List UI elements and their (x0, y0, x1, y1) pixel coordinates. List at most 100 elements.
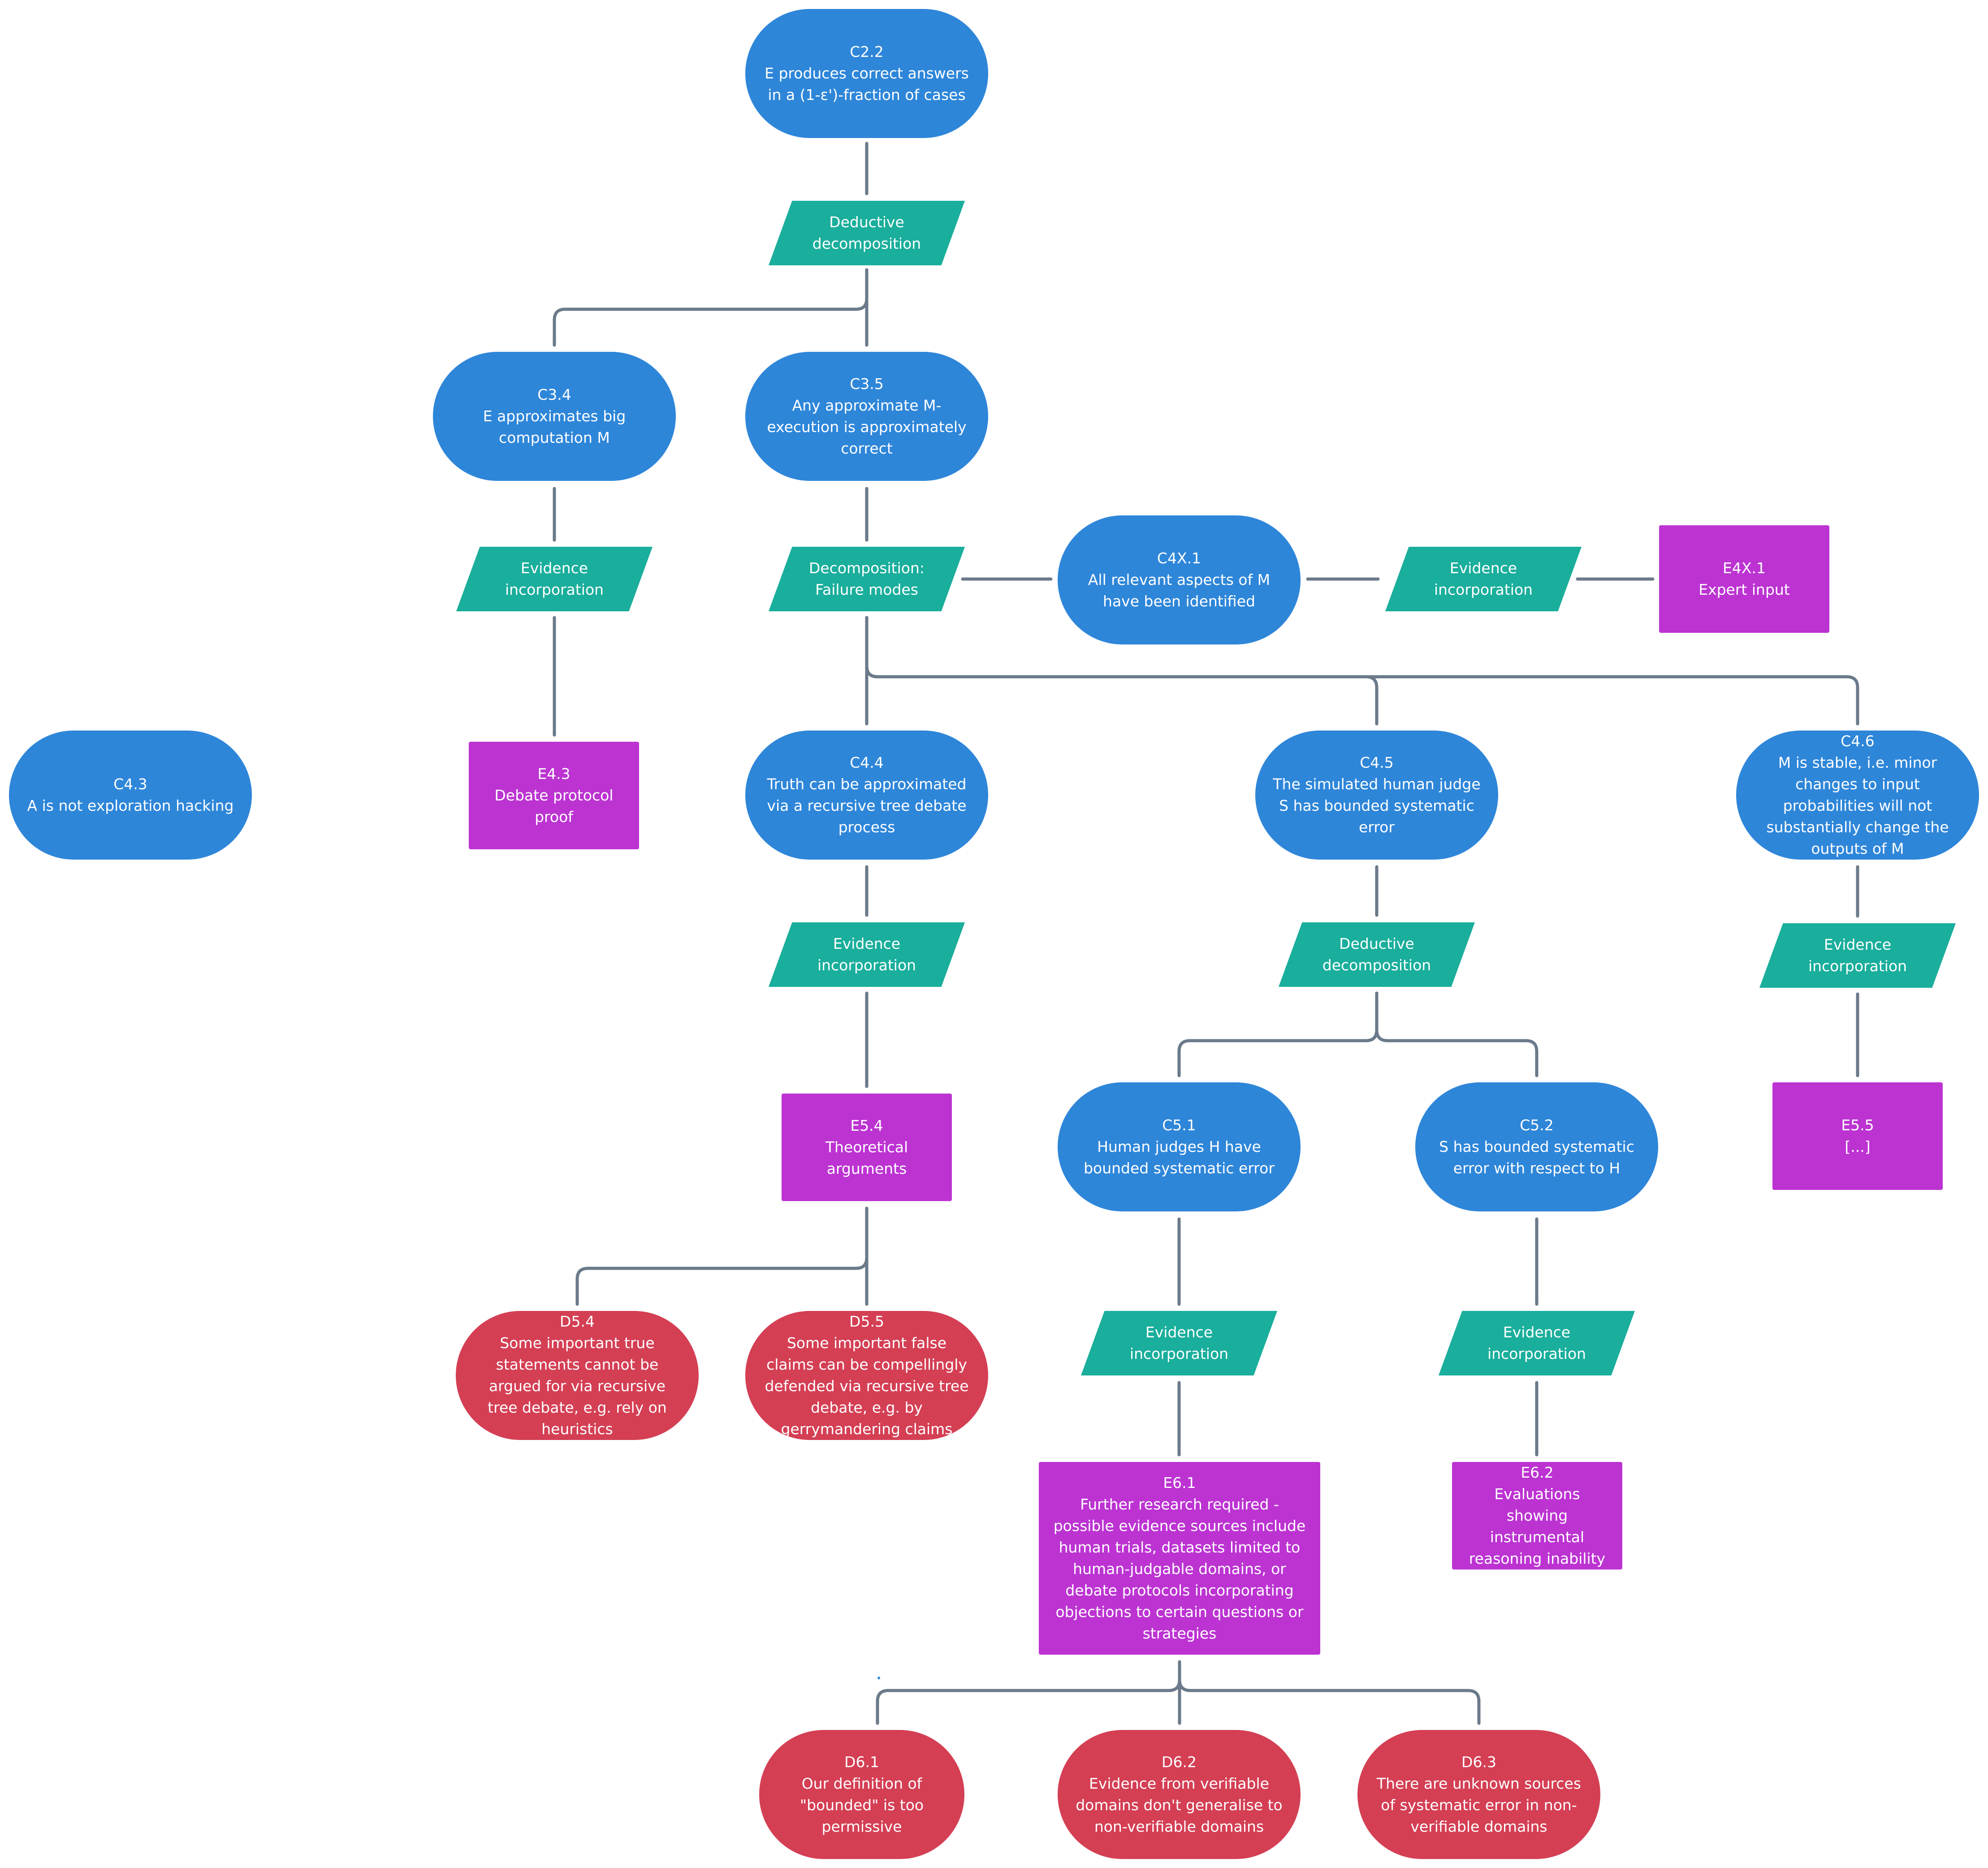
evidence-e6-1: E6.1 Further research required - possibl… (1039, 1462, 1320, 1655)
strategy-evidence-incorporation: Evidence incorporation (456, 547, 653, 611)
defeater-text: Some important false claims can be compe… (765, 1334, 969, 1438)
strategy-shape (1439, 1311, 1635, 1375)
evidence-e6-2: E6.2 Evaluations showing instrumental re… (1452, 1462, 1622, 1570)
strategy-label: Evidence incorporation (1129, 1323, 1229, 1362)
claim-c3-4: C3.4 E approximates big computation M (433, 352, 676, 481)
connector-line (876, 1660, 1181, 1725)
claim-text: The simulated human judge S has bounded … (1273, 775, 1481, 836)
claim-text: Human judges H have bounded systematic e… (1084, 1138, 1275, 1177)
defeater-text: There are unknown sources of systematic … (1376, 1775, 1582, 1835)
strategy-evidence-incorporation: Evidence incorporation (769, 922, 965, 987)
claim-id: C5.1 (1162, 1116, 1196, 1134)
evidence-text: [...] (1845, 1138, 1871, 1155)
connector-line (553, 268, 869, 347)
evidence-text: Debate protocol proof (494, 787, 614, 826)
claim-text: S has bounded systematic error with resp… (1439, 1138, 1634, 1177)
claim-id: C2.2 (850, 43, 884, 61)
evidence-id: E6.2 (1521, 1464, 1554, 1481)
connector-line (1375, 991, 1539, 1077)
strategy-shape (769, 201, 965, 265)
strategy-label: Evidence incorporation (1434, 559, 1533, 598)
claim-id: C3.5 (850, 375, 884, 393)
claim-id: C4.3 (113, 775, 147, 793)
evidence-id: E5.5 (1841, 1116, 1874, 1134)
strategy-shape (1759, 923, 1956, 988)
strategy-label: Evidence incorporation (817, 935, 916, 974)
strategy-shape (769, 922, 965, 987)
strategy-failure-modes: Decomposition: Failure modes (769, 547, 965, 611)
claim-id: C4.6 (1841, 732, 1875, 750)
strategy-label: Deductive decomposition (1322, 935, 1431, 974)
strategy-deductive-decomposition: Deductive decomposition (1279, 922, 1475, 987)
defeater-d6-1: D6.1 Our definition of "bounded" is too … (759, 1730, 964, 1859)
defeater-text: Evidence from verifiable domains don't g… (1076, 1775, 1283, 1835)
strategy-deductive-decomposition: Deductive decomposition (769, 201, 965, 265)
defeater-d6-3: D6.3 There are unknown sources of system… (1357, 1730, 1600, 1859)
evidence-e5-4: E5.4 Theoretical arguments (782, 1094, 952, 1201)
claim-id: C4.5 (1360, 754, 1394, 771)
defeater-id: D6.1 (844, 1753, 879, 1771)
defeater-id: D5.4 (560, 1313, 595, 1330)
strategy-shape (769, 547, 965, 611)
strategy-shape (1279, 922, 1475, 987)
connector-line (865, 616, 1859, 726)
defeater-id: D5.5 (849, 1313, 884, 1330)
claim-c3-5: C3.5 Any approximate M-execution is appr… (745, 352, 988, 481)
claim-text: A is not exploration hacking (27, 797, 234, 814)
claim-c4-6: C4.6 M is stable, i.e. minor changes to … (1736, 731, 1979, 860)
claim-c4x-1: C4X.1 All relevant aspects of M have bee… (1058, 515, 1301, 644)
claim-c4-3: C4.3 A is not exploration hacking (9, 731, 252, 860)
strategy-shape (456, 547, 653, 611)
claim-text: All relevant aspects of M have been iden… (1088, 571, 1271, 610)
evidence-id: E5.4 (850, 1117, 883, 1134)
stray-dot (877, 1677, 880, 1679)
evidence-id: E4.3 (537, 765, 570, 783)
strategy-shape (1385, 547, 1582, 611)
claim-c5-2: C5.2 S has bounded systematic error with… (1415, 1082, 1658, 1211)
claim-id: C3.4 (537, 386, 571, 403)
strategy-evidence-incorporation: Evidence incorporation (1439, 1311, 1635, 1375)
defeater-id: D6.2 (1162, 1753, 1197, 1771)
evidence-e5-5: E5.5 [...] (1772, 1082, 1943, 1190)
claim-c4-4: C4.4 Truth can be approximated via a rec… (745, 731, 988, 860)
strategy-evidence-incorporation: Evidence incorporation (1385, 547, 1582, 611)
claim-text: Truth can be approximated via a recursiv… (767, 775, 967, 836)
claim-text: E produces correct answers in a (1-ε')-f… (765, 65, 969, 104)
strategy-shape (1081, 1311, 1277, 1375)
claim-id: C4X.1 (1157, 549, 1201, 567)
defeater-d5-4: D5.4 Some important true statements cann… (456, 1311, 699, 1440)
strategy-label: Evidence incorporation (1808, 936, 1907, 975)
evidence-text: Theoretical arguments (825, 1138, 908, 1177)
claim-id: C4.4 (850, 754, 884, 771)
evidence-e4x-1: E4X.1 Expert input (1659, 525, 1829, 633)
evidence-text: Further research required - possible evi… (1053, 1496, 1306, 1642)
evidence-id: E6.1 (1163, 1474, 1196, 1492)
strategy-label: Deductive decomposition (812, 213, 921, 252)
defeater-d5-5: D5.5 Some important false claims can be … (745, 1311, 988, 1440)
defeater-d6-2: D6.2 Evidence from verifiable domains do… (1058, 1730, 1301, 1859)
strategy-label: Evidence incorporation (505, 559, 604, 598)
strategy-label: Evidence incorporation (1487, 1323, 1586, 1362)
strategy-label: Decomposition: Failure modes (808, 559, 925, 598)
evidence-text: Evaluations showing instrumental reasoni… (1469, 1485, 1606, 1567)
connector-line (575, 1206, 869, 1306)
connector-line (1177, 991, 1379, 1077)
connector-line (1178, 1660, 1481, 1725)
defeater-id: D6.3 (1461, 1753, 1496, 1771)
claim-text: Any approximate M-execution is approxima… (767, 397, 967, 457)
claim-id: C5.2 (1520, 1116, 1554, 1134)
strategy-evidence-incorporation: Evidence incorporation (1759, 923, 1956, 988)
evidence-text: Expert input (1698, 581, 1790, 598)
claim-c2-2: C2.2 E produces correct answers in a (1-… (745, 9, 988, 138)
evidence-e4-3: E4.3 Debate protocol proof (469, 742, 639, 849)
defeater-text: Some important true statements cannot be… (488, 1334, 667, 1438)
strategy-evidence-incorporation: Evidence incorporation (1081, 1311, 1277, 1375)
claim-text: E approximates big computation M (483, 407, 626, 446)
defeater-text: Our definition of "bounded" is too permi… (800, 1775, 924, 1835)
evidence-id: E4X.1 (1723, 559, 1766, 577)
claim-c5-1: C5.1 Human judges H have bounded systema… (1058, 1082, 1301, 1211)
claim-c4-5: C4.5 The simulated human judge S has bou… (1255, 731, 1498, 860)
claim-text: M is stable, i.e. minor changes to input… (1766, 754, 1949, 857)
